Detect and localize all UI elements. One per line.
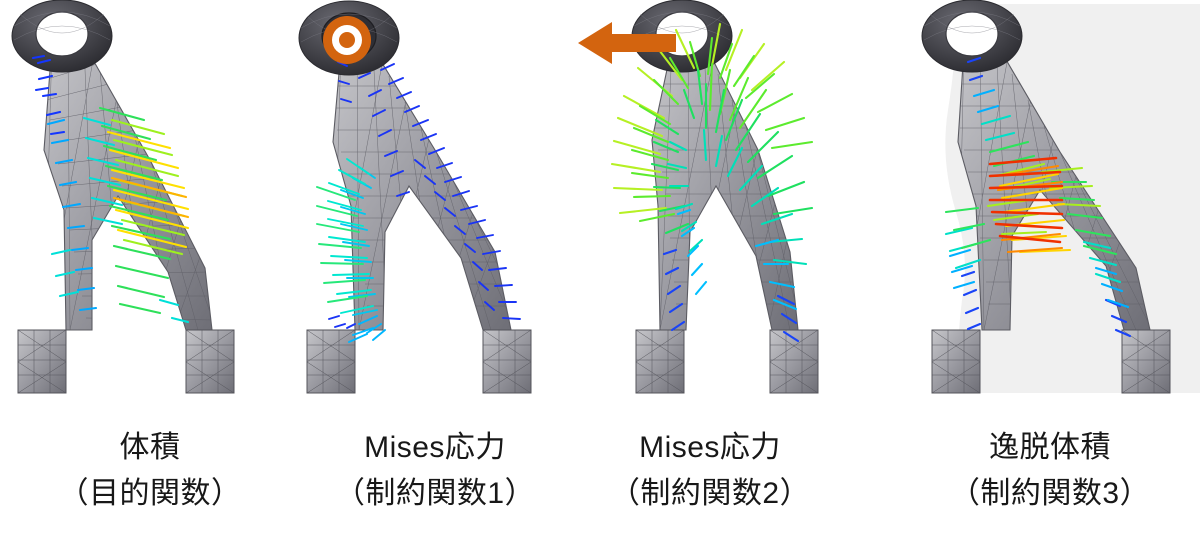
panel-caption-2: Mises応力 （制約関数1） xyxy=(285,425,585,517)
arrow-left-icon xyxy=(578,22,676,64)
caption-line-1: 逸脱体積 xyxy=(989,431,1111,464)
lateral-load-arrow xyxy=(572,18,682,68)
bracket-mesh-2 xyxy=(298,0,532,394)
sensitivity-arrow-field-1 xyxy=(31,54,190,324)
out-of-plane-load-marker xyxy=(319,12,375,68)
caption-line-1: Mises応力 xyxy=(639,431,781,464)
fea-visualization-4 xyxy=(900,0,1200,410)
panel-caption-1: 体積 （目的関数） xyxy=(0,425,300,517)
caption-line-2: （目的関数） xyxy=(58,477,242,510)
bullseye-icon xyxy=(323,16,371,64)
fea-svg-1 xyxy=(11,0,235,394)
sensitivity-arrow-field-3 xyxy=(610,22,814,343)
caption-line-2: （制約関数2） xyxy=(609,477,811,510)
bracket-mesh-1 xyxy=(11,0,235,394)
bracket-mesh-3 xyxy=(631,0,819,394)
bushing-hole-3 xyxy=(631,0,733,73)
fea-svg-2 xyxy=(298,0,532,394)
fea-visualization-3 xyxy=(560,0,860,410)
sensitivity-arrow-field-2 xyxy=(316,61,521,343)
bushing-hole-4 xyxy=(921,0,1023,73)
fea-svg-4 xyxy=(921,0,1200,394)
caption-line-2: （制約関数1） xyxy=(334,477,536,510)
panel-deviation-volume: 逸脱体積 （制約関数3） xyxy=(900,0,1200,510)
fea-visualization-1 xyxy=(0,0,300,410)
caption-line-1: 体積 xyxy=(119,431,181,464)
panel-mises-stress-1: Mises応力 （制約関数1） xyxy=(285,0,585,510)
panel-caption-4: 逸脱体積 （制約関数3） xyxy=(900,425,1200,517)
panel-volume-objective: 体積 （目的関数） xyxy=(0,0,300,510)
caption-line-1: Mises応力 xyxy=(364,431,506,464)
panel-mises-stress-2: Mises応力 （制約関数2） xyxy=(560,0,860,510)
caption-line-2: （制約関数3） xyxy=(949,477,1151,510)
fea-svg-3 xyxy=(610,0,819,394)
sensitivity-arrow-field-4 xyxy=(944,56,1132,338)
panel-caption-3: Mises応力 （制約関数2） xyxy=(560,425,860,517)
fea-visualization-2 xyxy=(285,0,585,410)
bushing-hole-1 xyxy=(11,0,113,73)
